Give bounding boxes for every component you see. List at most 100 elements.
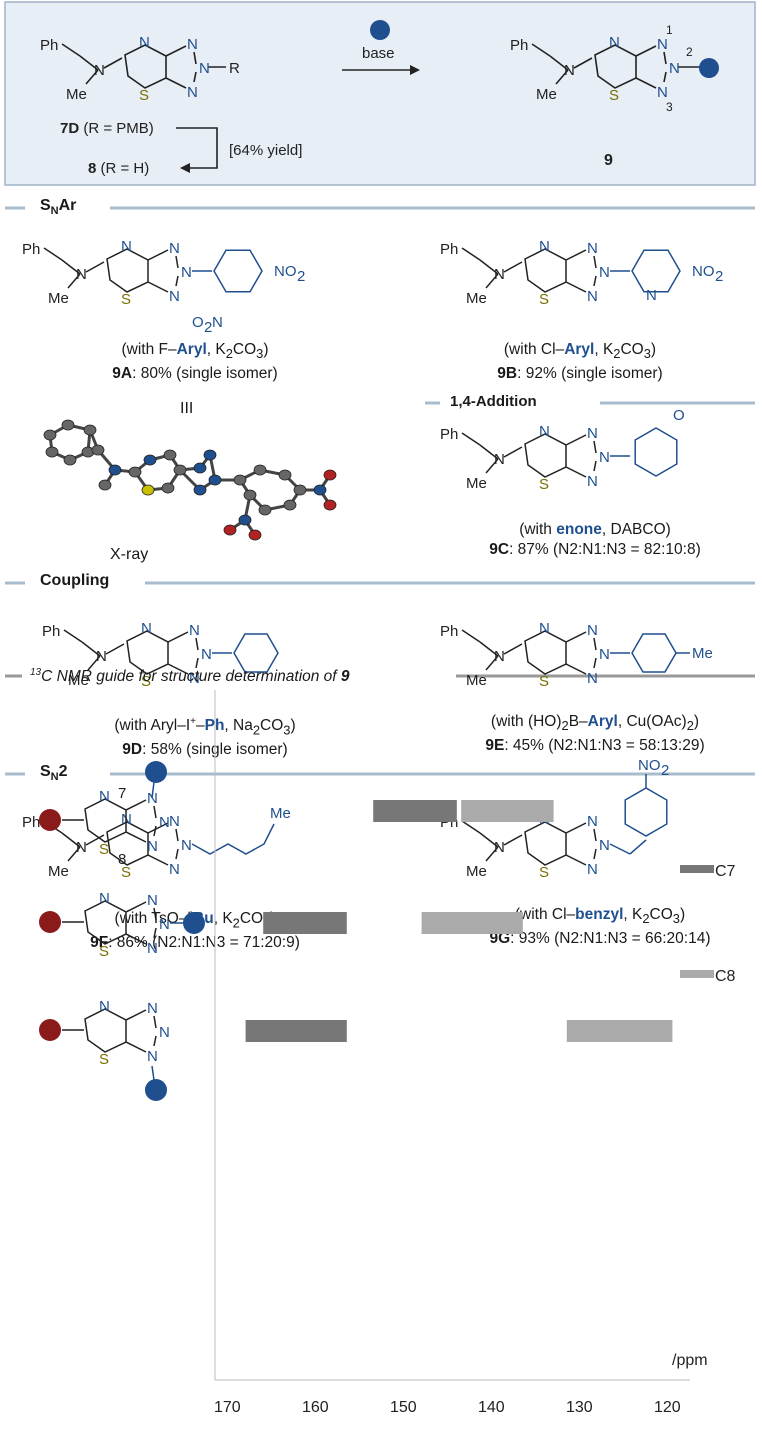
s-label: S [99, 943, 109, 960]
xray-label: X-ray [110, 546, 149, 563]
r-substituent-dot [39, 911, 61, 933]
nmr-unit-label: /ppm [672, 1352, 708, 1369]
section-dividers [5, 206, 755, 776]
c7-number: 7 [118, 785, 126, 802]
legend-c8-label: C8 [715, 968, 736, 985]
xray-structure [43, 419, 337, 541]
nmr-tick-label: 130 [566, 1399, 593, 1416]
s-label: S [539, 673, 549, 690]
structure-9b [461, 247, 597, 293]
n2-substituent-dot [183, 912, 205, 934]
amine-n-label: N [76, 839, 87, 856]
n2-label: N [199, 60, 210, 77]
c8-number: 8 [118, 851, 126, 868]
num-3: 3 [666, 100, 673, 114]
me-label-9f: Me [270, 805, 291, 822]
n2-label: N [599, 449, 610, 466]
me-label: Me [466, 672, 487, 689]
yield-text: [64% yield] [229, 142, 302, 159]
n2-label: N [599, 646, 610, 663]
ph-label: Ph [440, 623, 458, 640]
legend-c7-label: C7 [715, 863, 736, 880]
deprotection-arrowhead [180, 163, 190, 173]
n3-label: N [587, 861, 598, 878]
n-label: N [539, 423, 550, 440]
o-label-9c: O [673, 407, 685, 424]
product-n3: N [657, 84, 668, 101]
n2-label: N [201, 646, 212, 663]
n2-label: N [181, 264, 192, 281]
nmr-title: 13C NMR guide for structure determinatio… [30, 667, 350, 686]
starting-material-structure [61, 43, 226, 89]
pyridine-n-9b: N [646, 287, 657, 304]
n3-label: N [147, 1048, 158, 1065]
n-label: N [539, 620, 550, 637]
product-structure [531, 43, 700, 89]
no2-sub-9g: 2 [661, 762, 669, 779]
s-label: S [141, 673, 151, 690]
benzyl-bond-9g [609, 843, 631, 855]
n1-label: N [587, 622, 598, 639]
ph-label: Ph [22, 814, 40, 831]
n3-label: N [187, 84, 198, 101]
n-label: N [121, 238, 132, 255]
s-label: S [99, 1051, 109, 1068]
s-label: S [121, 864, 131, 881]
product-s-label: S [609, 87, 619, 104]
ph-label: Ph [40, 37, 58, 54]
me-label: Me [66, 86, 87, 103]
nmr-structure-n3 [62, 1008, 157, 1053]
r-substituent-dot [39, 809, 61, 831]
n1-label: N [147, 892, 158, 909]
s-label: S [539, 476, 549, 493]
n1-label: N [169, 813, 180, 830]
n-label: N [539, 238, 550, 255]
no2-sub-9a: 2 [297, 268, 305, 285]
c7-bar-N1 [373, 800, 457, 822]
c8-bar-N3 [566, 1020, 673, 1042]
amine-n-label: N [494, 839, 505, 856]
n1-label: N [189, 622, 200, 639]
product-ph-label: Ph [510, 37, 528, 54]
n3-label: N [147, 838, 158, 855]
me-label: Me [48, 290, 69, 307]
section-addition: 1,4-Addition [450, 393, 537, 410]
ph-label: Ph [42, 623, 60, 640]
n3-substituent-dot [145, 1079, 167, 1101]
c7-bar-N3 [245, 1020, 347, 1042]
xray-roman: III [180, 400, 194, 417]
reaction-arrowhead [410, 65, 420, 75]
n-label: N [141, 620, 152, 637]
amine-n-label: N [494, 266, 505, 283]
product-n2: N [669, 60, 680, 77]
nmr-tick-label: 120 [654, 1399, 681, 1416]
me-label-9e: Me [692, 645, 713, 662]
section-snar: SNAr [40, 197, 77, 218]
n3-label: N [587, 288, 598, 305]
n3-label: N [147, 940, 158, 957]
n1-label: N [587, 240, 598, 257]
product-substituent-dot [699, 58, 719, 78]
n3-label: N [587, 473, 598, 490]
n2-label: N [159, 1024, 170, 1041]
phenyl-ring-9d [233, 633, 279, 673]
n1-label: N [169, 240, 180, 257]
legend-c8-swatch [680, 970, 714, 978]
butyl-chain-9f [191, 823, 275, 855]
n1-substituent-dot [145, 761, 167, 783]
s-label: S [121, 291, 131, 308]
me-label: Me [466, 863, 487, 880]
amine-n-label: N [96, 648, 107, 665]
o2n-label-9a: O [192, 314, 204, 331]
nmr-tick-label: 140 [478, 1399, 505, 1416]
s-label: S [539, 864, 549, 881]
o2n-sub-9a: 2 [204, 319, 212, 336]
structure-9a [43, 247, 179, 293]
deprotection-arrow [176, 127, 218, 169]
n1-label: N [587, 425, 598, 442]
product-n1: N [657, 36, 668, 53]
n1-label: N [147, 790, 158, 807]
section-sn2: SN2 [40, 763, 68, 784]
caption-9d: (with Aryl–I+–Ph, Na2CO3) 9D: 58% (singl… [114, 716, 296, 759]
nmr-structure-n1 [62, 798, 157, 843]
